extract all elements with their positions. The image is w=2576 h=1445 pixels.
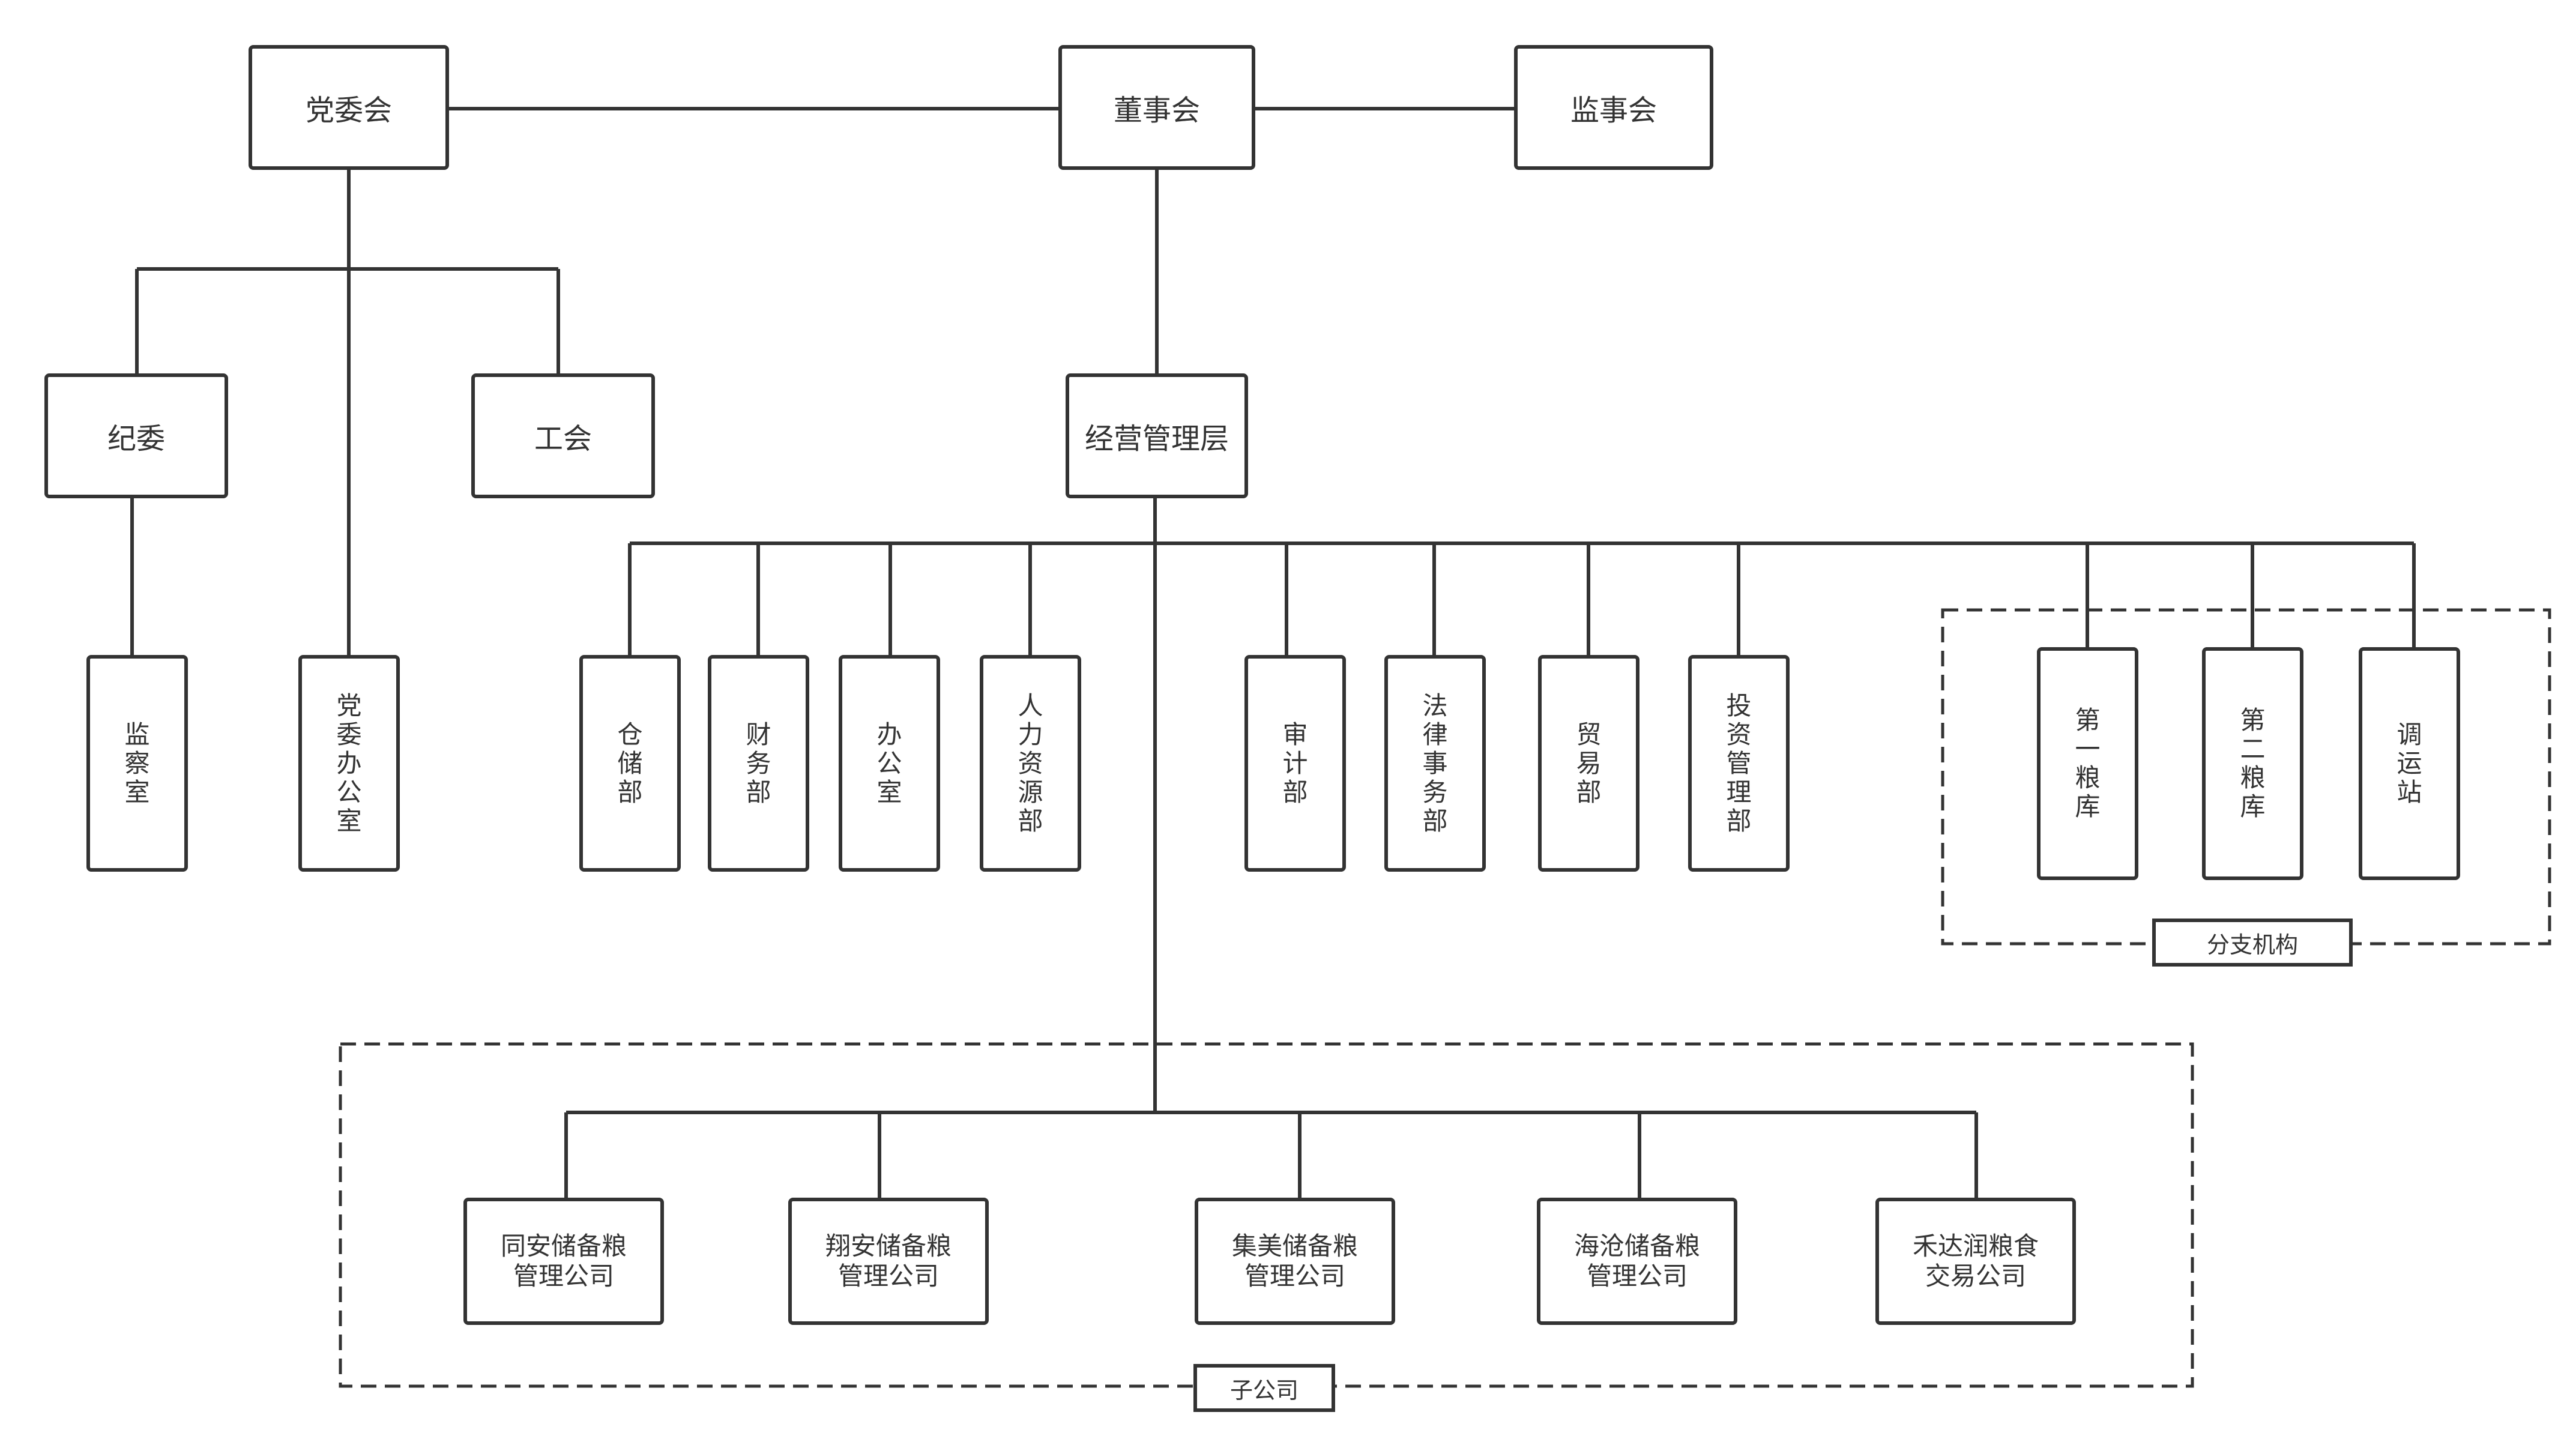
subsidiary-box: 集美储备粮管理公司	[1195, 1198, 1395, 1325]
vertical-label: 人力资源部	[1018, 690, 1043, 836]
party-committee-box: 党委会	[249, 45, 449, 170]
vertical-label: 办公室	[876, 719, 902, 807]
department-box: 办公室	[839, 655, 940, 872]
supervision-office-box: 监察室	[86, 655, 188, 872]
subsidiary-name-line1: 海沧储备粮	[1573, 1231, 1700, 1261]
subsidiary-name-line2: 管理公司	[1586, 1261, 1688, 1291]
subsidiary-name-line1: 翔安储备粮	[825, 1231, 952, 1261]
branch-box: 第二粮库	[2202, 647, 2303, 880]
subsidiary-name-line2: 管理公司	[1244, 1261, 1345, 1291]
vertical-label: 贸易部	[1576, 719, 1602, 807]
subsidiary-name-line1: 同安储备粮	[500, 1231, 627, 1261]
subsidiary-name-line1: 禾达润粮食	[1912, 1231, 2039, 1261]
subsidiary-name-line2: 交易公司	[1925, 1261, 2026, 1291]
branch-box: 调运站	[2359, 647, 2460, 880]
branch-box: 第一粮库	[2037, 647, 2138, 880]
vertical-label: 调运站	[2397, 720, 2422, 807]
subsidiary-name-line1: 集美储备粮	[1231, 1231, 1358, 1261]
subsidiaries-dashed-group	[339, 1042, 2194, 1388]
vertical-label: 法律事务部	[1422, 690, 1448, 836]
department-box: 仓储部	[579, 655, 681, 872]
vertical-label: 财务部	[746, 719, 771, 807]
board-box: 董事会	[1058, 45, 1255, 170]
department-box: 法律事务部	[1384, 655, 1486, 872]
subsidiary-box: 海沧储备粮管理公司	[1537, 1198, 1737, 1325]
department-box: 人力资源部	[980, 655, 1081, 872]
subsidiaries-label: 子公司	[1193, 1364, 1335, 1412]
subsidiary-name-line2: 管理公司	[837, 1261, 939, 1291]
subsidiary-box: 同安储备粮管理公司	[463, 1198, 664, 1325]
department-box: 审计部	[1244, 655, 1346, 872]
vertical-label: 审计部	[1282, 719, 1308, 807]
vertical-label: 第二粮库	[2240, 705, 2266, 821]
supervisors-box: 监事会	[1514, 45, 1713, 170]
party-office-box: 党委办公室	[298, 655, 400, 872]
subsidiary-name-line2: 管理公司	[513, 1261, 614, 1291]
branches-label: 分支机构	[2152, 919, 2353, 967]
vertical-label: 监察室	[124, 719, 150, 807]
department-box: 财务部	[708, 655, 809, 872]
vertical-label: 投资管理部	[1726, 690, 1752, 836]
department-box: 投资管理部	[1688, 655, 1790, 872]
subsidiary-box: 翔安储备粮管理公司	[788, 1198, 989, 1325]
vertical-label: 仓储部	[617, 719, 643, 807]
vertical-label: 第一粮库	[2075, 705, 2101, 821]
management-box: 经营管理层	[1066, 373, 1248, 498]
discipline-box: 纪委	[44, 373, 228, 498]
branches-dashed-group	[1941, 608, 2551, 946]
subsidiary-box: 禾达润粮食交易公司	[1875, 1198, 2076, 1325]
department-box: 贸易部	[1538, 655, 1639, 872]
vertical-label: 党委办公室	[336, 690, 362, 836]
union-box: 工会	[471, 373, 655, 498]
